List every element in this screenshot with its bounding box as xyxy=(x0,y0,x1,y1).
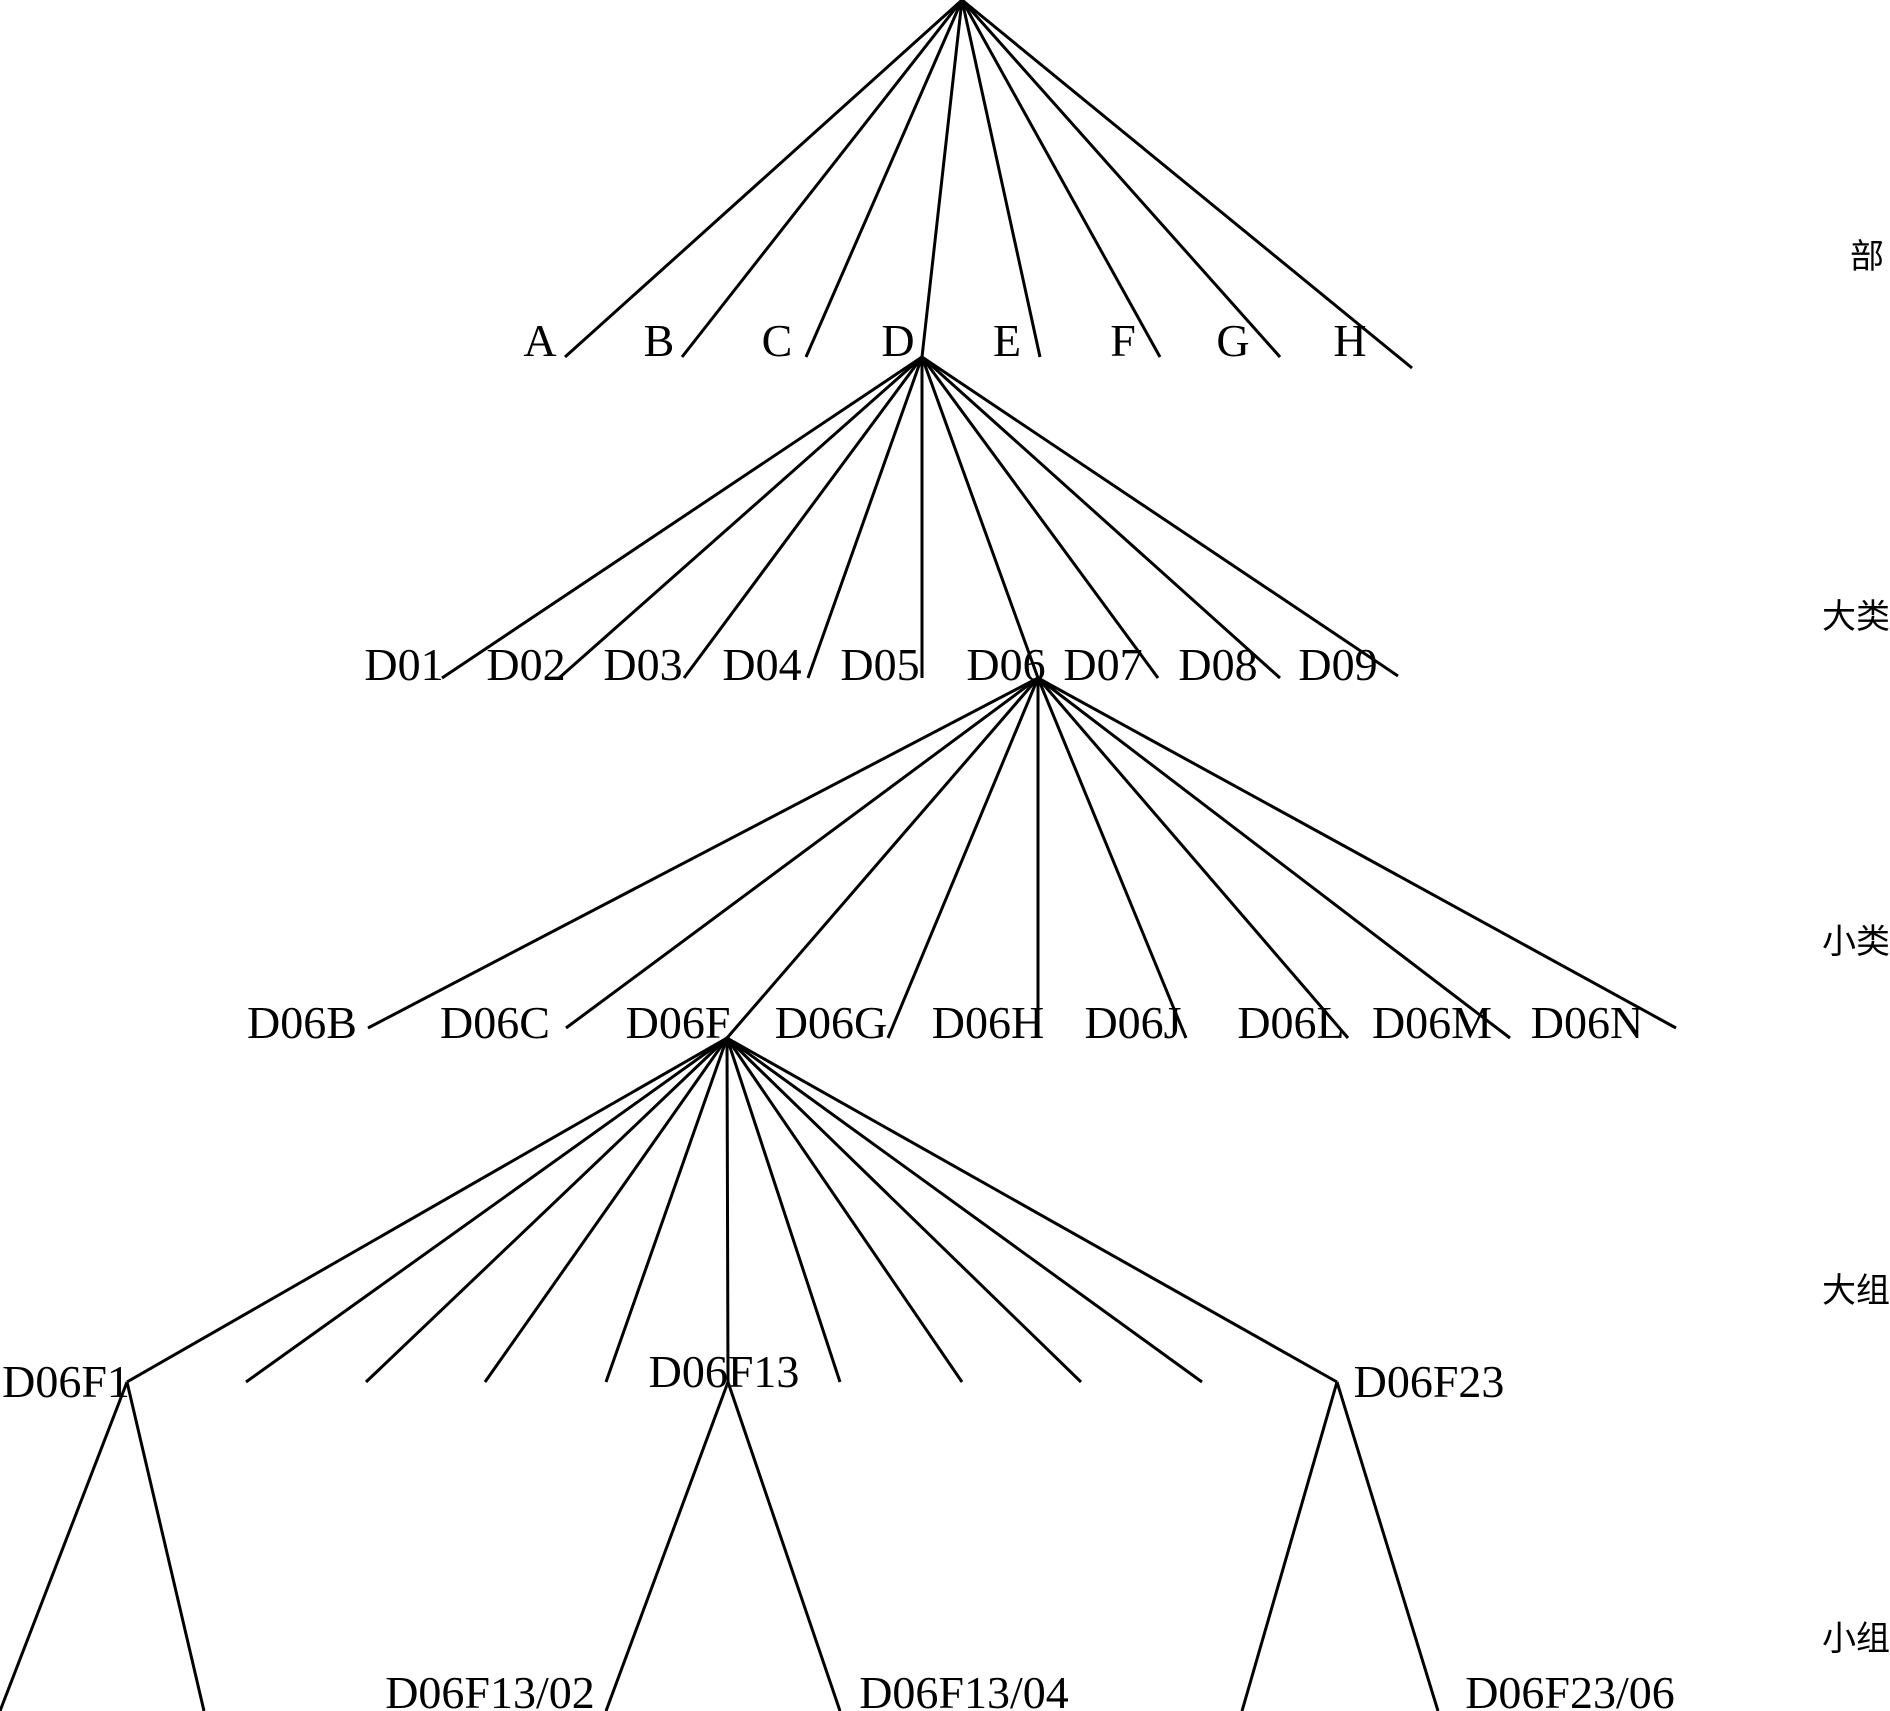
level-label-main-group: 大组 xyxy=(1822,1272,1890,1310)
edge-D-D07 xyxy=(920,356,1160,679)
section-label-H: H xyxy=(1333,315,1366,366)
edge-D06F1-subgroup-1 xyxy=(0,1381,129,1711)
edge-D06F13-D06F13/04 xyxy=(726,1381,842,1711)
section-label-C: C xyxy=(762,315,793,366)
subclass-label-D06L: D06L xyxy=(1237,997,1344,1048)
subclass-label-D06H: D06H xyxy=(932,997,1044,1048)
subgroup-label-D06F13/04: D06F13/04 xyxy=(859,1667,1069,1711)
edge-D06-D06F xyxy=(725,677,1040,1039)
level-label-section: 部 xyxy=(1850,238,1884,276)
subclass-label-D06M: D06M xyxy=(1372,997,1492,1048)
subclass-labels: D06B D06C D06F D06G D06H D06J D06L D06M … xyxy=(247,997,1643,1048)
main-group-label-D06F1: D06F1 xyxy=(2,1356,130,1407)
edge-root-B xyxy=(680,0,964,358)
main-group-edges xyxy=(0,1381,1440,1711)
edge-D06F-group-3 xyxy=(364,1036,729,1384)
subgroup-labels: D06F13/02 D06F13/04 D06F23/06 xyxy=(385,1667,1675,1711)
class-label-D08: D08 xyxy=(1178,639,1257,690)
class-labels: D01 D02 D03 D04 D05 D06 D07 D08 D09 xyxy=(364,639,1377,690)
subgroup-label-D06F13/02: D06F13/02 xyxy=(385,1667,595,1711)
edge-root-D xyxy=(920,0,964,358)
edge-D06-D06J xyxy=(1036,677,1188,1039)
main-group-label-D06F23: D06F23 xyxy=(1354,1356,1505,1407)
edge-D06F-group-5 xyxy=(604,1037,729,1383)
edge-D-D09 xyxy=(921,355,1399,678)
root-edges xyxy=(563,0,1413,370)
subclass-label-D06G: D06G xyxy=(775,997,887,1048)
class-label-D04: D04 xyxy=(722,639,801,690)
subclass-label-D06B: D06B xyxy=(247,997,357,1048)
main-group-labels: D06F1 D06F13 D06F23 xyxy=(2,1346,1504,1407)
class-label-D03: D03 xyxy=(603,639,682,690)
section-label-B: B xyxy=(644,315,675,366)
edge-D06-D06G xyxy=(886,677,1040,1039)
edge-root-H xyxy=(961,0,1413,370)
section-label-E: E xyxy=(993,315,1021,366)
level-label-subgroup: 小组 xyxy=(1822,1620,1890,1658)
class-label-D07: D07 xyxy=(1063,639,1142,690)
edge-D06F-group-7 xyxy=(725,1037,842,1383)
edge-D-D08 xyxy=(920,355,1282,680)
edge-D06F-group-4 xyxy=(483,1037,729,1383)
edge-D06F1-subgroup-2 xyxy=(125,1381,206,1711)
edge-D06-D06M xyxy=(1037,676,1511,1040)
edge-D-D06 xyxy=(920,356,1040,679)
subclass-D06F-edges xyxy=(126,1036,1338,1384)
edge-root-E xyxy=(960,0,1042,358)
class-D06-edges xyxy=(367,676,1677,1040)
edge-D06-D06L xyxy=(1036,677,1350,1039)
edge-D-D01 xyxy=(441,355,923,680)
edge-D-D03 xyxy=(682,356,924,679)
level-label-subclass: 小类 xyxy=(1822,923,1890,961)
edge-D-D02 xyxy=(558,355,923,680)
edge-root-A xyxy=(563,0,964,359)
section-label-D: D xyxy=(881,315,914,366)
edge-root-C xyxy=(804,0,964,358)
edge-D06F23-subgroup-1 xyxy=(1240,1381,1339,1711)
class-label-D01: D01 xyxy=(364,639,443,690)
edge-D06F-group-9 xyxy=(725,1036,1083,1384)
class-label-D05: D05 xyxy=(840,639,919,690)
level-label-class: 大类 xyxy=(1822,598,1890,636)
edge-root-G xyxy=(960,0,1282,358)
edge-D06F-group-2 xyxy=(245,1036,728,1384)
subclass-label-D06C: D06C xyxy=(440,997,550,1048)
edge-D06F-group-10 xyxy=(726,1036,1203,1384)
edge-D06F23-D06F23/06 xyxy=(1335,1381,1440,1711)
section-label-F: F xyxy=(1110,315,1136,366)
edge-D06-D06C xyxy=(565,676,1039,1030)
class-label-D09: D09 xyxy=(1298,639,1377,690)
section-label-A: A xyxy=(523,315,556,366)
edge-D06F-D06F23 xyxy=(726,1036,1338,1384)
edge-D06F13-D06F13/02 xyxy=(604,1381,730,1711)
subclass-label-D06N: D06N xyxy=(1531,997,1643,1048)
section-label-G: G xyxy=(1216,315,1249,366)
edge-D06F-D06F13 xyxy=(725,1037,730,1383)
edge-root-F xyxy=(960,0,1162,358)
edge-D-D04 xyxy=(806,356,924,679)
section-labels: A B C D E F G H xyxy=(523,315,1366,366)
section-D-edges xyxy=(441,355,1399,680)
subclass-label-D06F: D06F xyxy=(626,997,731,1048)
edge-D06F-D06F1 xyxy=(126,1036,728,1384)
subclass-label-D06J: D06J xyxy=(1084,997,1181,1048)
subgroup-label-D06F23/06: D06F23/06 xyxy=(1465,1667,1675,1711)
class-label-D02: D02 xyxy=(486,639,565,690)
edge-D06F-group-8 xyxy=(725,1037,964,1383)
edge-D06-D06N xyxy=(1037,676,1677,1030)
edge-D06-D06B xyxy=(367,676,1039,1030)
